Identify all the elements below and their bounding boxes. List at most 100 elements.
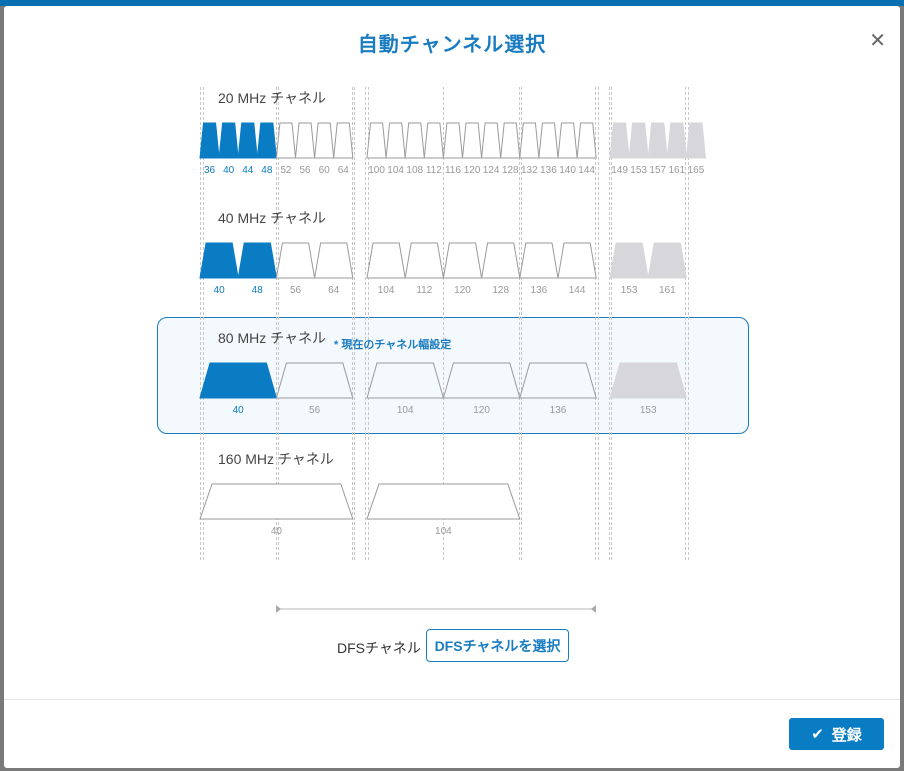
channel-20-157 <box>647 122 668 159</box>
channel-label: 136 <box>531 285 548 296</box>
channel-40-120 <box>442 242 483 279</box>
channel-80-56 <box>275 362 354 399</box>
channel-20-116 <box>442 122 464 159</box>
channel-label: 161 <box>659 285 676 296</box>
channel-label: 144 <box>578 165 595 176</box>
channel-40-112 <box>404 242 444 279</box>
channel-20-128 <box>500 122 521 159</box>
dfs-range-end-arrow <box>591 605 596 613</box>
channel-label: 157 <box>649 165 666 176</box>
channel-40-64 <box>314 242 354 279</box>
channel-20-112 <box>423 122 444 159</box>
channel-20-153 <box>628 122 649 159</box>
channel-40-136 <box>519 242 559 279</box>
dialog-title: 自動チャンネル選択 <box>357 34 547 56</box>
channel-label: 165 <box>688 165 705 176</box>
channel-label: 161 <box>669 165 686 176</box>
channel-label: 56 <box>290 285 302 296</box>
channel-20-124 <box>481 122 502 159</box>
row-label-160: 160 MHz チャネル <box>218 451 334 467</box>
channel-label: 64 <box>328 285 340 296</box>
channel-20-144 <box>576 122 597 159</box>
channel-label: 153 <box>640 405 657 416</box>
channel-20-132 <box>519 122 540 159</box>
channel-20-161 <box>666 122 687 159</box>
channel-label: 128 <box>492 285 509 296</box>
select-dfs-button[interactable]: DFSチャネルを選択 <box>426 629 569 662</box>
current-width-note: * 現在のチャネル幅設定 <box>334 339 452 351</box>
channel-label: 144 <box>569 285 586 296</box>
channel-label: 108 <box>406 165 423 176</box>
channel-label: 104 <box>397 405 414 416</box>
channel-40-128 <box>481 242 521 279</box>
channel-label: 153 <box>630 165 647 176</box>
channel-20-44 <box>237 122 258 159</box>
channel-label: 44 <box>242 165 254 176</box>
channel-20-56 <box>294 122 316 159</box>
channel-label: 56 <box>309 405 321 416</box>
footer-divider <box>4 699 900 700</box>
channel-label: 100 <box>368 165 385 176</box>
row-label-20: 20 MHz チャネル <box>218 90 326 106</box>
channel-40-104 <box>366 242 406 279</box>
channel-20-52 <box>275 122 297 159</box>
channel-label: 36 <box>204 165 216 176</box>
channel-20-140 <box>557 122 578 159</box>
channel-20-100 <box>366 122 387 159</box>
dfs-label: DFSチャネル <box>337 640 421 656</box>
channel-40-161 <box>647 242 687 279</box>
channel-label: 124 <box>483 165 500 176</box>
channel-label: 52 <box>280 165 292 176</box>
channel-label: 56 <box>299 165 311 176</box>
channel-label: 120 <box>473 405 490 416</box>
channel-20-40 <box>218 122 239 159</box>
channel-80-153 <box>609 362 688 399</box>
channel-label: 136 <box>540 165 557 176</box>
channel-20-120 <box>461 122 483 159</box>
channel-20-48 <box>256 122 277 159</box>
channel-label: 112 <box>426 165 442 176</box>
channel-label: 40 <box>271 526 283 537</box>
row-label-80: 80 MHz チャネル <box>218 330 326 346</box>
channel-20-64 <box>333 122 354 159</box>
channel-label: 120 <box>464 165 481 176</box>
channel-label: 64 <box>338 165 350 176</box>
channel-label: 104 <box>378 285 395 296</box>
channel-label: 120 <box>454 285 471 296</box>
channel-label: 40 <box>223 165 235 176</box>
channel-80-40 <box>199 362 278 399</box>
channel-20-149 <box>609 122 630 159</box>
channel-label: 40 <box>233 405 245 416</box>
channel-40-153 <box>609 242 649 279</box>
channel-20-136 <box>538 122 559 159</box>
channel-label: 140 <box>559 165 576 176</box>
save-label: 登録 <box>831 726 862 744</box>
channel-label: 153 <box>621 285 638 296</box>
channel-label: 40 <box>214 285 226 296</box>
channel-label: 112 <box>416 285 432 296</box>
channel-80-104 <box>366 362 445 399</box>
row-label-40: 40 MHz チャネル <box>218 210 326 226</box>
channel-label: 48 <box>252 285 264 296</box>
close-icon[interactable]: ✕ <box>869 30 886 52</box>
channel-40-144 <box>557 242 597 279</box>
channel-20-165 <box>685 122 707 159</box>
channel-20-108 <box>404 122 425 159</box>
channel-label: 104 <box>387 165 404 176</box>
channel-label: 132 <box>521 165 538 176</box>
channel-80-120 <box>442 362 521 399</box>
channel-160-104 <box>366 483 521 520</box>
channel-20-60 <box>314 122 335 159</box>
channel-40-56 <box>275 242 316 279</box>
channel-label: 116 <box>445 165 461 176</box>
channel-label: 48 <box>261 165 273 176</box>
check-icon: ✔ <box>811 726 824 743</box>
channel-160-40 <box>199 483 354 520</box>
channel-label: 104 <box>435 526 452 537</box>
channel-label: 60 <box>319 165 331 176</box>
save-button[interactable]: ✔ 登録 <box>789 718 884 750</box>
channel-40-40 <box>199 242 239 279</box>
background-header-bar <box>0 0 904 6</box>
